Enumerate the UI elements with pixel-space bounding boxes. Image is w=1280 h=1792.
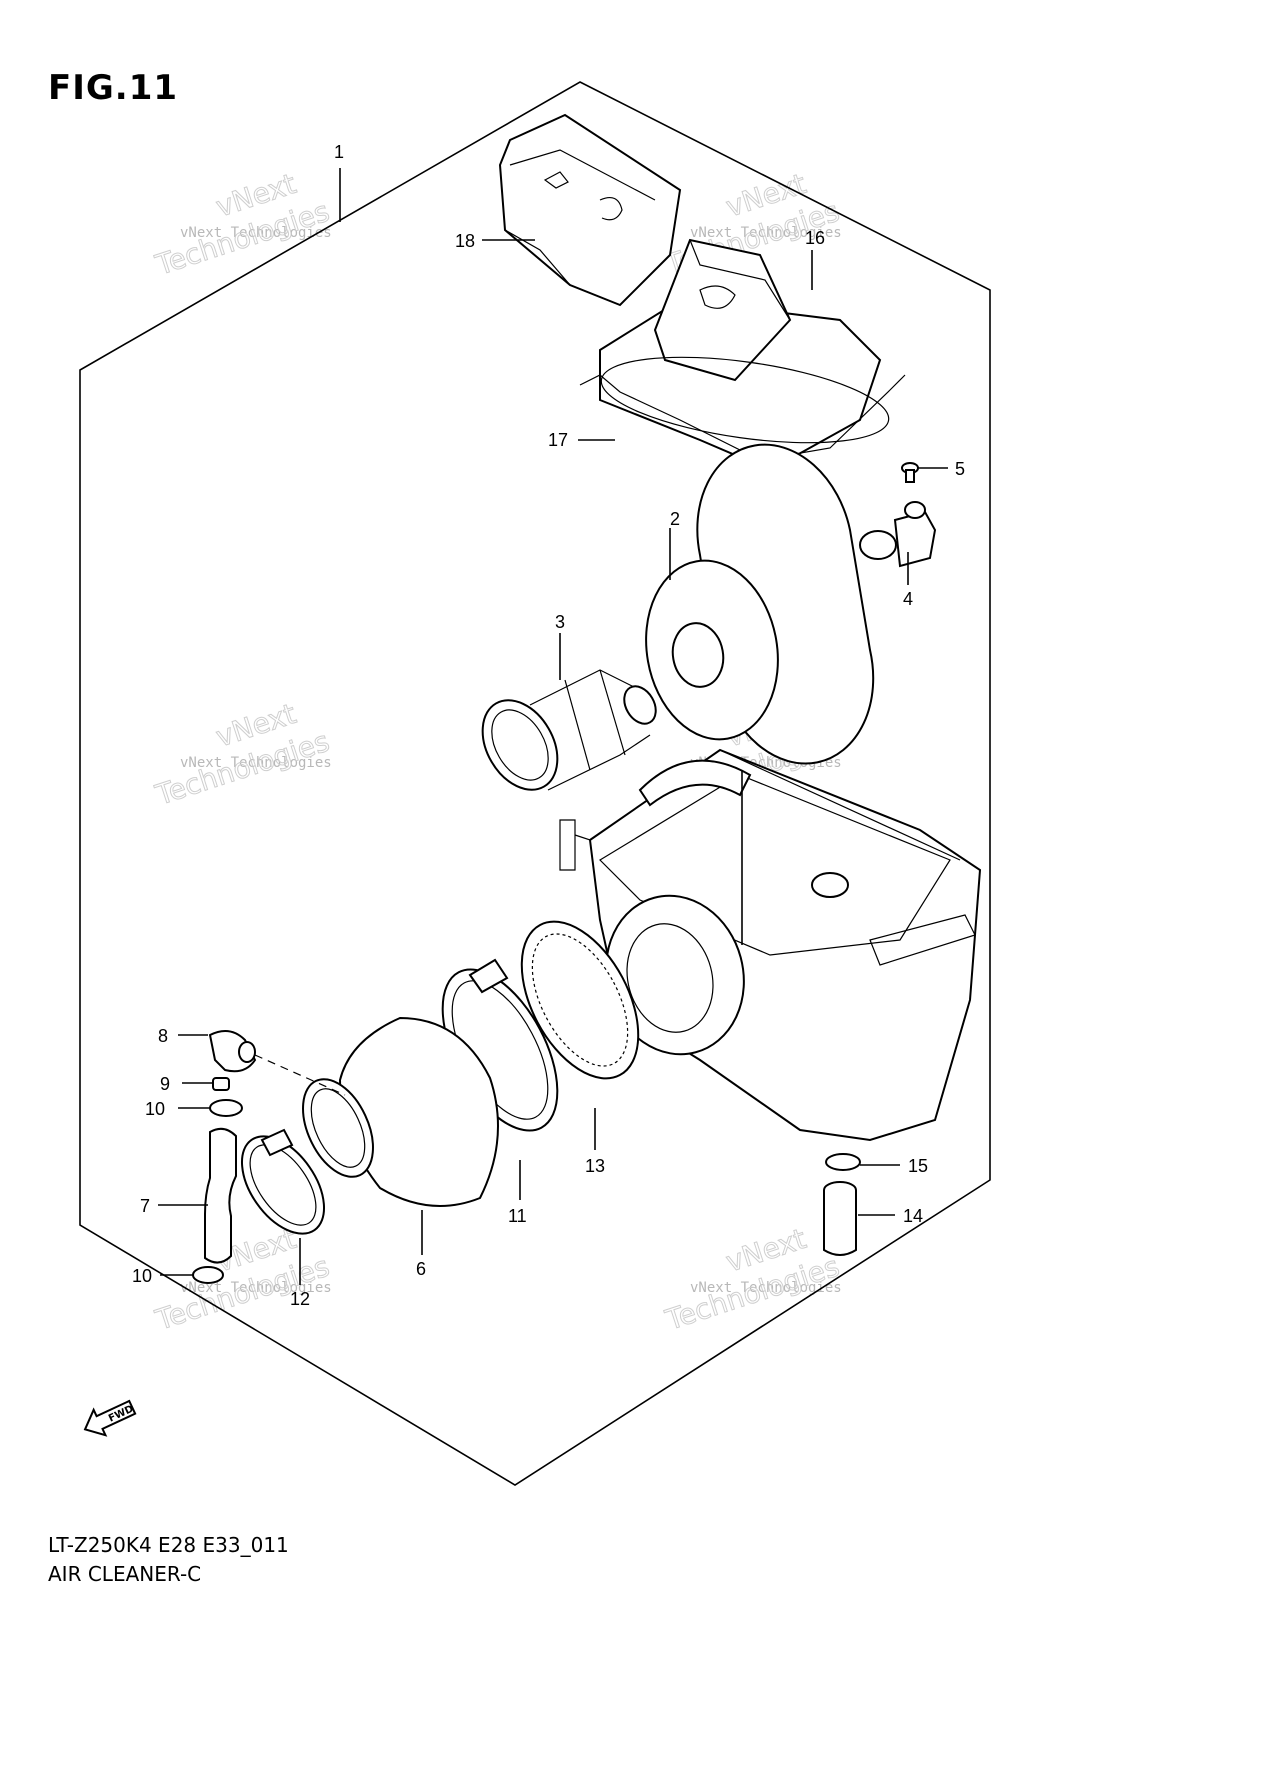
- callout-12: 12: [290, 1289, 310, 1309]
- part-6-inlet-boot: [302, 1016, 499, 1207]
- part-7-hose: [204, 1127, 237, 1264]
- part-2-filter-element: [645, 443, 875, 765]
- connection-dashed-line: [254, 1054, 346, 1096]
- callout-18: 18: [455, 231, 475, 251]
- watermark-small-5: vNext Technologies: [180, 1280, 332, 1296]
- part-9-grommet: [212, 1077, 230, 1091]
- callout-16: 16: [805, 228, 825, 248]
- part-12-clamp: [240, 1128, 326, 1235]
- part-16-cleaner-cap: [579, 238, 906, 472]
- callout-9: 9: [160, 1074, 170, 1094]
- callout-4: 4: [903, 589, 913, 609]
- callout-10-lower: 10: [132, 1266, 152, 1286]
- part-10-clip-lower: [192, 1266, 224, 1284]
- figure-title: FIG.11: [48, 68, 179, 108]
- callout-8: 8: [158, 1026, 168, 1046]
- callout-17: 17: [548, 430, 568, 450]
- part-17-gasket: [600, 356, 890, 444]
- callout-15: 15: [908, 1156, 928, 1176]
- model-code: LT-Z250K4 E28 E33_011: [48, 1533, 289, 1557]
- part-10-clip-upper: [209, 1099, 243, 1117]
- callout-11: 11: [508, 1206, 527, 1226]
- watermark-small-3: vNext Technologies: [180, 755, 332, 771]
- callout-3: 3: [555, 612, 565, 632]
- watermark-small-6: vNext Technologies: [690, 1280, 842, 1296]
- callout-5: 5: [955, 459, 965, 479]
- part-3-element-cage: [481, 669, 657, 791]
- assembly-outline: [79, 81, 991, 1486]
- callout-6: 6: [416, 1259, 426, 1279]
- watermark-group-6: vNext vNext Technologies Technologies: [661, 1221, 844, 1337]
- watermark-small-1: vNext Technologies: [180, 225, 332, 241]
- watermark-group-1: vNext vNext Technologies Technologies: [151, 166, 334, 282]
- air-cleaner-case: [559, 748, 982, 1142]
- group-name: AIR CLEANER-C: [48, 1562, 202, 1586]
- part-14-drain-hose: [823, 1181, 857, 1256]
- fwd-arrow-icon: FWD: [83, 1399, 137, 1437]
- callout-10-upper: 10: [145, 1099, 165, 1119]
- callout-14: 14: [903, 1206, 923, 1226]
- callout-2: 2: [670, 509, 680, 529]
- part-13-mesh-screen: [520, 920, 640, 1080]
- callout-1: 1: [334, 142, 344, 162]
- callout-13: 13: [585, 1156, 605, 1176]
- part-5-screw: [901, 462, 919, 483]
- part-18-intake-cover: [498, 113, 682, 307]
- watermark-small-2: vNext Technologies: [690, 225, 842, 241]
- watermark-group-3: vNext vNext Technologies Technologies: [151, 696, 334, 812]
- part-8-breather-fitting: [208, 1030, 257, 1073]
- part-15-clip: [825, 1153, 861, 1171]
- callout-7: 7: [140, 1196, 150, 1216]
- part-4-drain-valve: [859, 501, 937, 568]
- watermark-group-5: vNext vNext Technologies Technologies: [151, 1221, 334, 1337]
